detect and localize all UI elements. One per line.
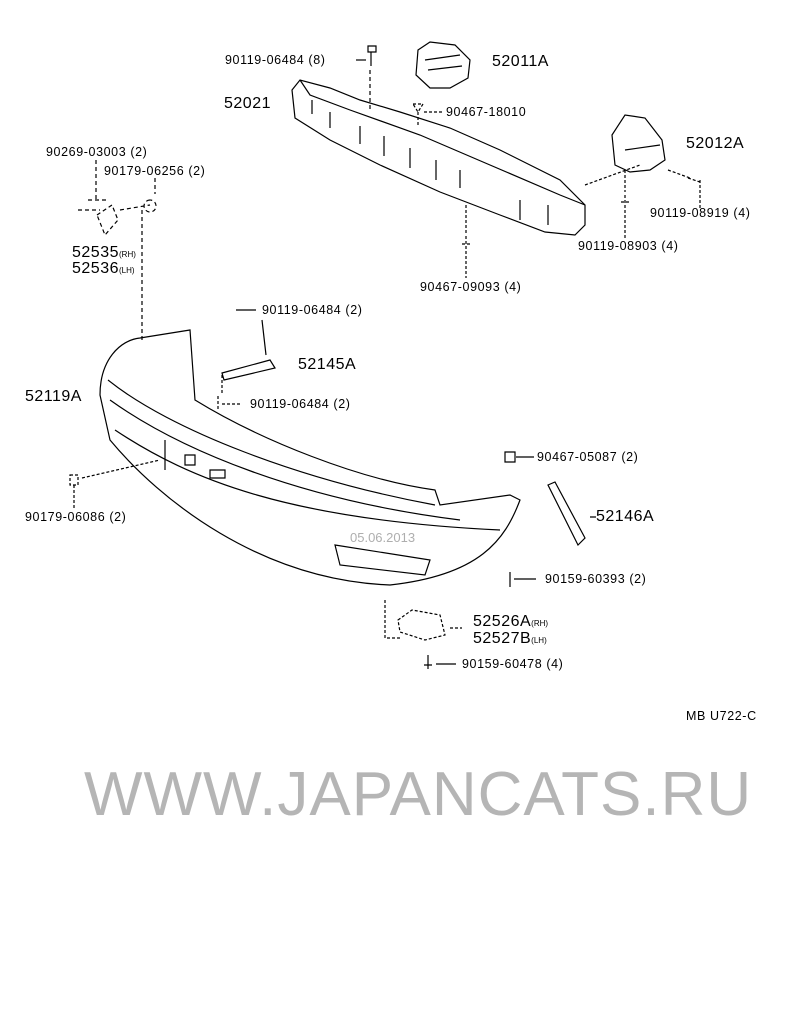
label-90467-18010: 90467-18010 [446,105,527,119]
label-90269-03003: 90269-03003 (2) [46,145,148,159]
label-52021: 52021 [224,95,271,112]
bolt-icon [356,45,377,110]
label-90179-06086: 90179-06086 (2) [25,510,127,524]
label-90119-06484-upper: 90119-06484 (2) [262,303,363,317]
stay-52145a [221,309,276,381]
clip-icon [504,451,534,463]
bracket-52012a [611,114,666,173]
label-90119-08903: 90119-08903 (4) [578,239,679,253]
watermark: WWW.JAPANCATS.RU [84,760,753,829]
bracket-52011a [415,41,471,89]
label-90179-06256: 90179-06256 (2) [104,164,206,178]
clip-icon [411,103,444,126]
bolt-icon [584,164,701,208]
side-lh: (LH) [531,636,547,645]
part-number: 52535 [72,244,119,261]
screw-icon [509,572,536,587]
side-lh: (LH) [119,266,135,275]
side-rh: (RH) [531,619,549,628]
label-52535: 52535(RH) [72,245,136,263]
label-90467-05087: 90467-05087 (2) [537,450,639,464]
part-number: 52526A [473,613,532,630]
screw-icon [424,655,456,669]
diagram-code: MB U722-C [686,709,757,723]
label-52012a: 52012A [686,135,745,152]
label-90159-60478: 90159-60478 (4) [462,657,564,671]
label-52526a: 52526A(RH) [473,614,548,632]
label-52527b: 52527B(LH) [473,631,547,649]
label-bolt-top: 90119-06484 (8) [225,53,326,67]
clip-icon [462,205,470,278]
part-number: 52536 [72,260,119,277]
label-90159-60393: 90159-60393 (2) [545,572,647,586]
side-rh: (RH) [119,250,136,259]
label-52536: 52536(LH) [72,261,135,279]
label-90119-06484-lower: 90119-06484 (2) [250,397,351,411]
bumper-reinforcement [291,79,586,236]
label-52145a: 52145A [298,356,357,373]
bolt-icon [621,170,629,238]
label-90119-08919: 90119-08919 (4) [650,206,751,220]
watermark-date: 05.06.2013 [350,530,416,545]
stay-52146a [547,481,596,547]
label-90467-09093: 90467-09093 (4) [420,280,522,294]
bolt-icon [217,375,240,410]
part-number: 52527B [473,630,532,647]
support-bracket [78,160,157,340]
bumper-cover [99,329,521,586]
label-52146a: 52146A [596,508,655,525]
label-52011a: 52011A [492,53,549,70]
retainer-bracket [384,600,462,641]
label-52119a: 52119A [25,388,82,405]
nut-icon [69,459,161,510]
